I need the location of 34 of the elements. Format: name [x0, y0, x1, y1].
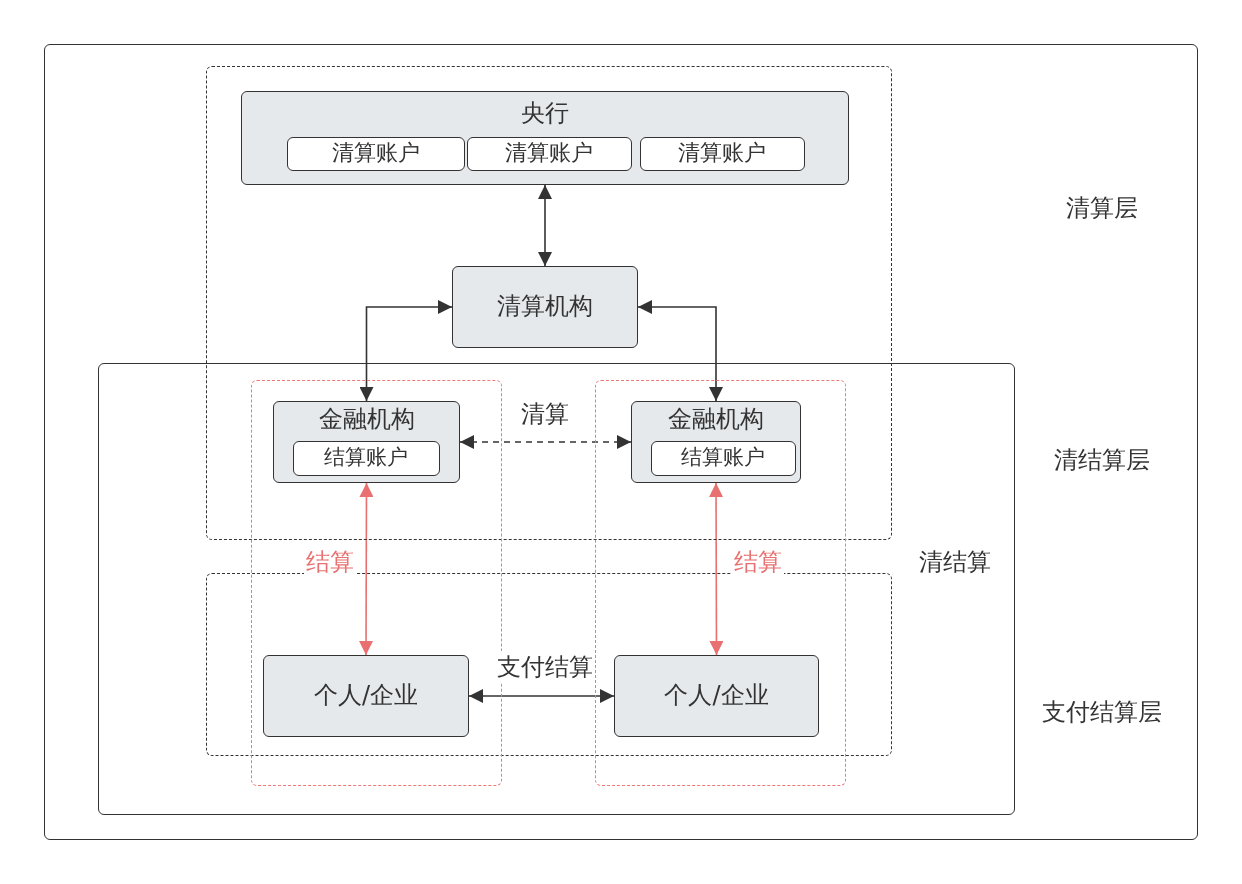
account-box [286, 136, 465, 171]
node-label: 个人/企业 [312, 679, 420, 711]
edge-label: 支付结算 [495, 651, 595, 683]
double-arrow [359, 300, 453, 402]
layer-label: 清算层 [1066, 193, 1138, 224]
node-label: 结算账户 [680, 443, 766, 471]
double-arrow [359, 482, 374, 656]
node-label: 清算账户 [330, 138, 421, 167]
institution-box [631, 401, 801, 483]
account-box [292, 440, 440, 476]
double-arrow [637, 300, 723, 402]
layer-label: 支付结算层 [1042, 697, 1162, 728]
double-arrow [459, 435, 632, 449]
node-label: 央行 [520, 98, 570, 129]
account-box [466, 136, 632, 171]
account-box [650, 440, 796, 476]
double-arrow [709, 482, 724, 656]
layer-label: 清结算层 [1054, 445, 1150, 476]
institution-box [273, 401, 460, 483]
institution-box [452, 266, 638, 348]
bank-box [241, 91, 849, 185]
layer-label: 清结算 [919, 547, 991, 578]
node-label: 清算机构 [496, 290, 594, 322]
node-label: 个人/企业 [663, 679, 770, 711]
double-arrow [468, 689, 615, 703]
node-label: 清算账户 [504, 138, 594, 167]
node-label: 金融机构 [667, 404, 765, 435]
node-label: 结算账户 [323, 443, 409, 471]
party-box [263, 655, 469, 737]
party-box [614, 655, 819, 737]
node-label: 金融机构 [317, 404, 416, 435]
node-label: 清算账户 [677, 138, 767, 167]
account-box [639, 136, 805, 171]
double-arrow [538, 184, 552, 267]
